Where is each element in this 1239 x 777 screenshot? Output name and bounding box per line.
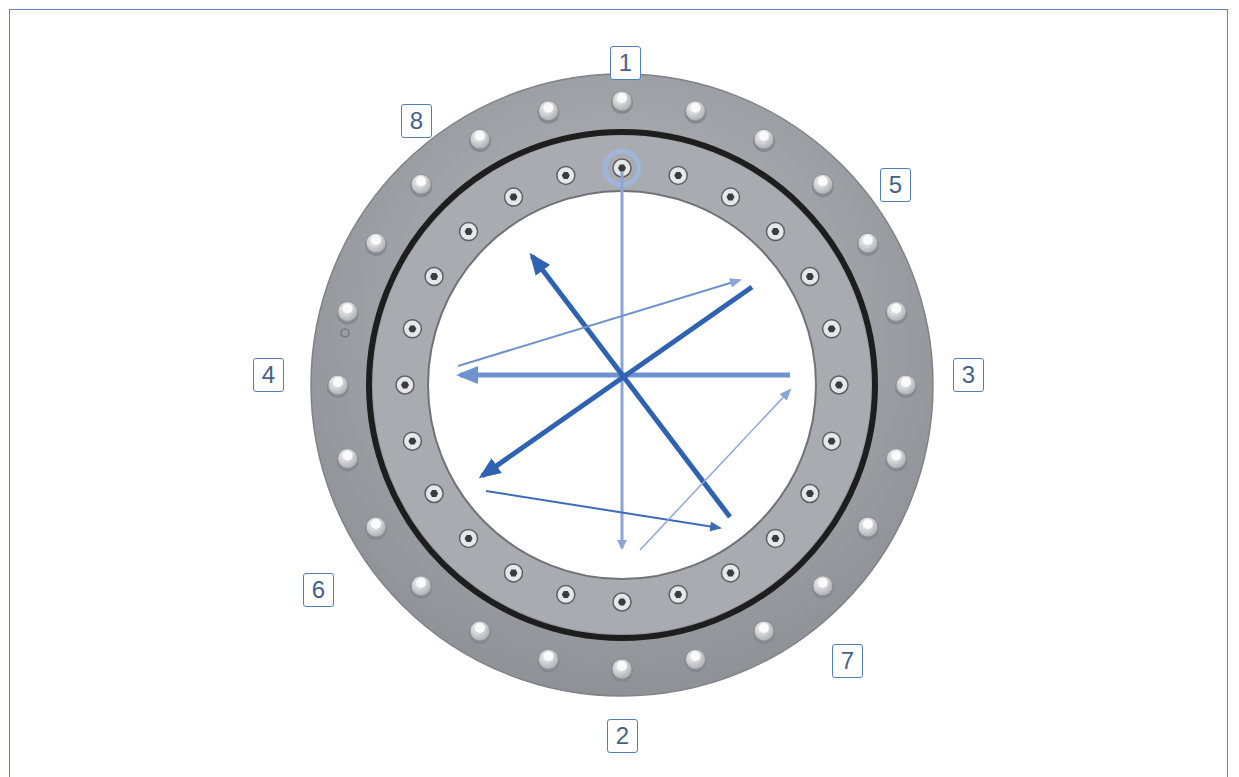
callout-box: 7: [832, 644, 863, 678]
callout-number: 6: [312, 578, 325, 602]
callout-number: 4: [262, 363, 275, 387]
callout-box: 1: [610, 46, 641, 80]
callout-box: 8: [401, 104, 432, 138]
callout-number: 2: [616, 724, 629, 748]
callout-box: 4: [253, 358, 284, 392]
callout-number: 7: [841, 649, 854, 673]
callout-box: 3: [953, 358, 984, 392]
callout-number: 5: [889, 173, 902, 197]
callout-box: 2: [607, 719, 638, 753]
callout-number: 1: [619, 51, 632, 75]
callout-box: 5: [880, 168, 911, 202]
callout-number: 8: [410, 109, 423, 133]
callout-box: 6: [303, 573, 334, 607]
callout-number: 3: [962, 363, 975, 387]
